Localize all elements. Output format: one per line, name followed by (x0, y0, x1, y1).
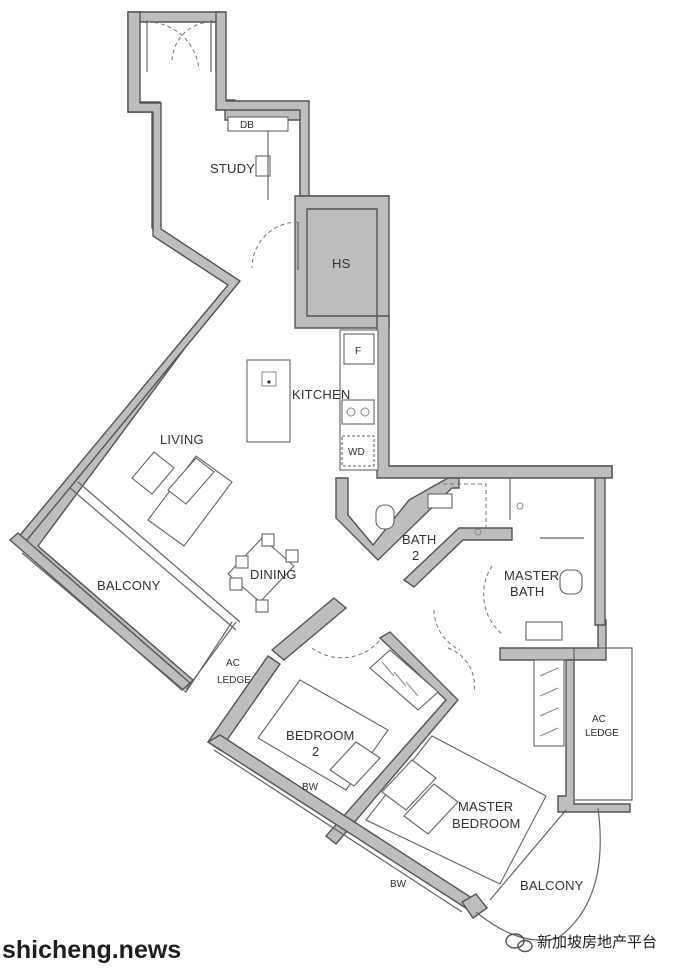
master-bedroom-corner-wall (460, 893, 489, 919)
balcony-left-label: BALCONY (97, 578, 161, 593)
master-bath-right-wall (594, 477, 606, 626)
balcony-right-outline (475, 807, 601, 941)
bedroom2-upper-wall (270, 597, 348, 661)
master-wardrobe (533, 659, 565, 747)
bath2-sink (427, 493, 453, 509)
master-bedroom-label-2: BEDROOM (452, 816, 521, 831)
watermark-site: shicheng.news (2, 936, 181, 964)
bw-label-1: BW (302, 782, 319, 793)
study-label: STUDY (210, 161, 255, 176)
bw-label-2: BW (390, 879, 407, 890)
master-bedroom-label-1: MASTER (458, 799, 513, 814)
master-bath-toilet (559, 569, 583, 595)
balcony-right-label: BALCONY (520, 878, 584, 893)
fridge (343, 333, 375, 365)
kitchen-right-wall (376, 315, 613, 479)
master-bedroom-right-wall (557, 659, 631, 813)
main-entrance-door[interactable] (146, 20, 212, 72)
ac-ledge-right-label-1: AC (592, 714, 606, 725)
bath2-toilet (375, 504, 395, 530)
bath2-label-2: 2 (412, 548, 419, 563)
bath2-label-1: BATH (402, 532, 437, 547)
ac-ledge-left-label-2: LEDGE (217, 675, 251, 686)
master-bath-door[interactable] (483, 565, 503, 635)
master-bath-sink (525, 621, 563, 641)
kitchen-island (246, 359, 291, 443)
sofa (131, 451, 233, 547)
bedroom2-door[interactable] (311, 639, 381, 659)
living-label: LIVING (160, 432, 204, 447)
master-bath-label-2: BATH (510, 584, 545, 599)
master-bedroom-door[interactable] (447, 647, 475, 693)
ac-ledge-right-label-2: LEDGE (585, 728, 619, 739)
bedroom2-label-1: BEDROOM (286, 728, 355, 743)
bath2-lower-wall (402, 527, 513, 588)
kitchen-label: KITCHEN (292, 387, 350, 402)
db-cabinet (227, 116, 289, 132)
fridge-label: F (355, 346, 361, 357)
living-lower-wall (8, 532, 192, 691)
dining-label: DINING (250, 567, 297, 582)
watermark-channel: 新加坡房地产平台 (537, 933, 657, 951)
bedroom2-label-2: 2 (312, 744, 319, 759)
dining-table (227, 533, 299, 613)
ac-ledge-left-label-1: AC (226, 658, 240, 669)
bedroom2-wardrobe (369, 649, 439, 711)
master-bath-label-1: MASTER (504, 568, 559, 583)
washer-dryer (341, 435, 375, 467)
wechat-icon (505, 933, 533, 953)
hs-label: HS (332, 256, 351, 271)
study-door[interactable] (251, 221, 299, 270)
bath2-door[interactable] (433, 609, 461, 651)
wd-label: WD (348, 447, 365, 458)
db-label: DB (240, 120, 254, 131)
